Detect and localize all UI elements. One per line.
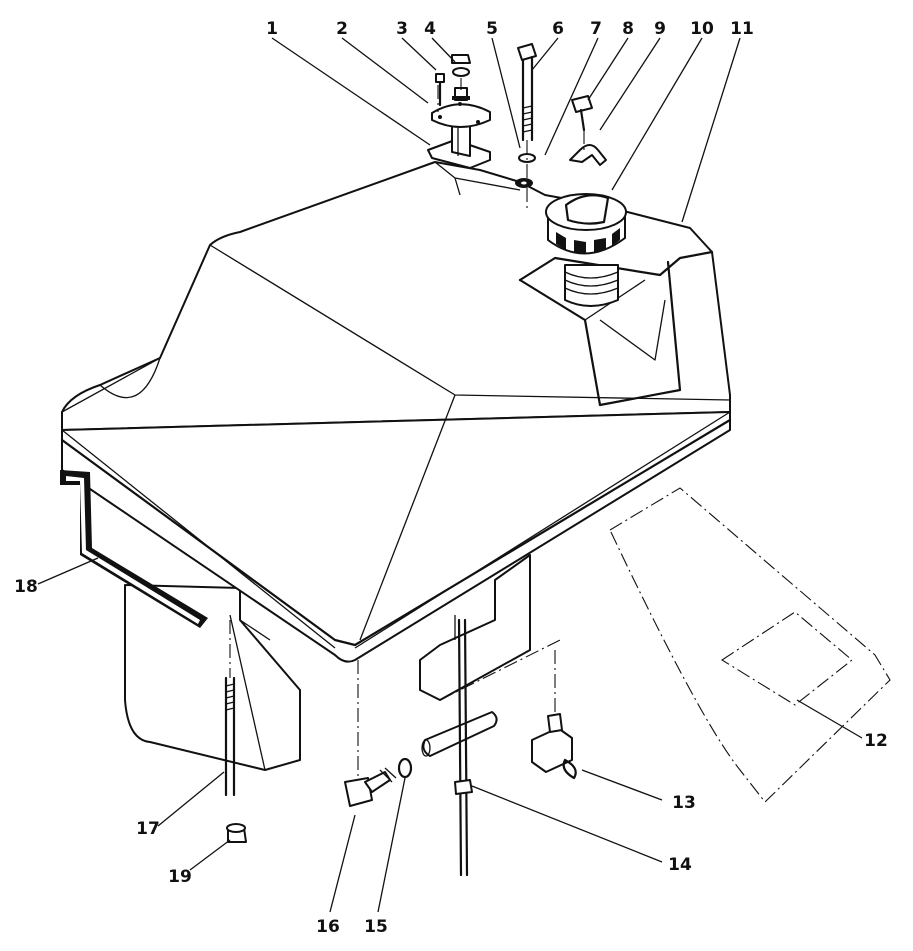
callout-labels: 1 2 3 4 5 6 7 8 9 10 11 12 13 14 15 16 1… (14, 19, 888, 937)
fuel-line-fittings (344, 618, 577, 877)
callout-16: 16 (316, 917, 340, 937)
leader-lines (37, 37, 863, 913)
callout-6: 6 (552, 19, 564, 39)
bolt-and-washers (515, 43, 537, 210)
callout-13: 13 (672, 793, 696, 813)
callout-8: 8 (622, 19, 634, 39)
callout-14: 14 (668, 855, 692, 875)
stud-and-nut (224, 620, 247, 843)
decal-outline (609, 487, 891, 803)
callout-7: 7 (590, 19, 602, 39)
callout-12: 12 (864, 731, 888, 751)
callout-1: 1 (266, 19, 278, 39)
callout-9: 9 (654, 19, 666, 39)
screw-and-clip (569, 95, 607, 166)
callout-11: 11 (730, 19, 754, 39)
callout-10: 10 (690, 19, 714, 39)
callout-15: 15 (364, 917, 388, 937)
callout-17: 17 (136, 819, 160, 839)
callout-2: 2 (336, 19, 348, 39)
callout-5: 5 (486, 19, 498, 39)
fuel-tank (60, 161, 732, 771)
fuel-cap (545, 193, 627, 307)
callout-3: 3 (396, 19, 408, 39)
callout-4: 4 (424, 19, 436, 39)
callout-18: 18 (14, 577, 38, 597)
fuel-sender-assembly (427, 54, 491, 169)
callout-19: 19 (168, 867, 192, 887)
